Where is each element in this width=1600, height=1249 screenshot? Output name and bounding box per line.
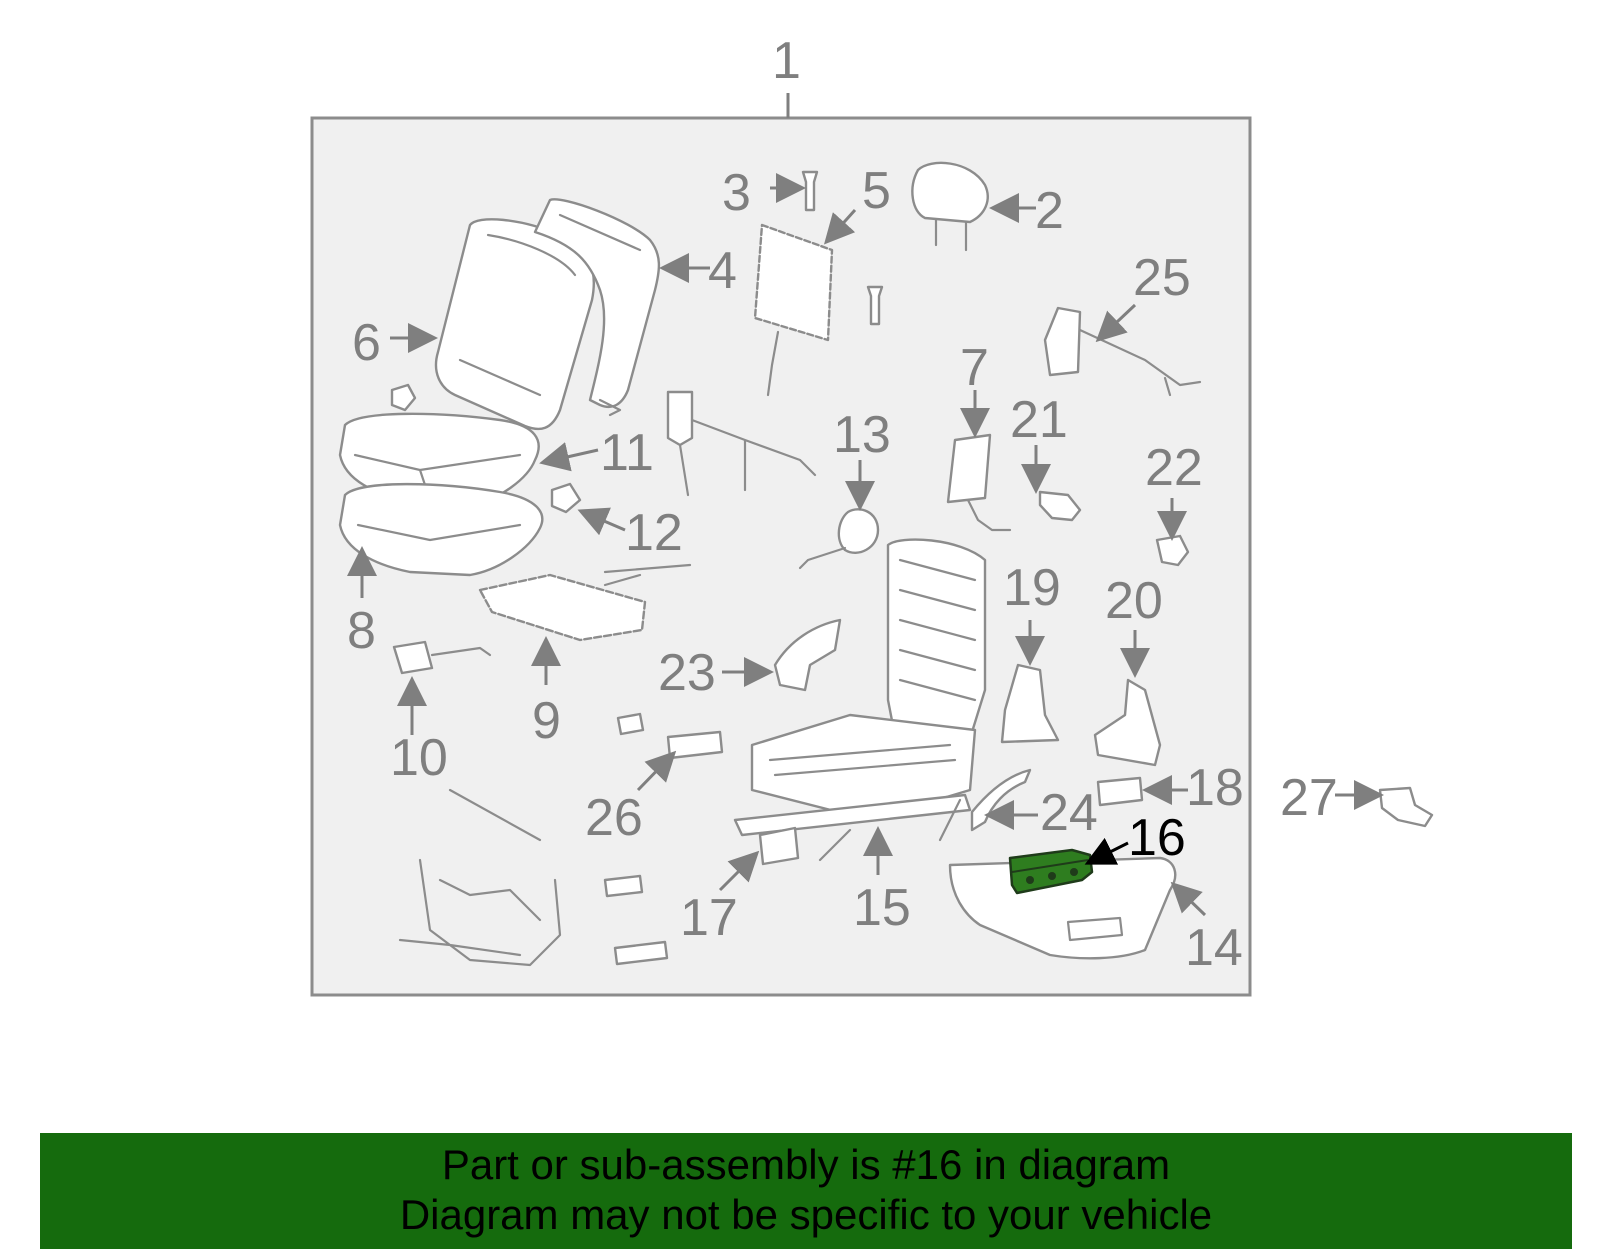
part-seat-cushion-pad [338, 482, 544, 577]
part-belt-buckle [666, 390, 817, 497]
part-bracket-20 [1093, 678, 1162, 767]
parts-diagram: 1 [310, 32, 1434, 997]
callout-11: 11 [600, 424, 654, 482]
callout-26: 26 [585, 789, 643, 847]
leader-11 [539, 442, 599, 472]
callout-2: 2 [1035, 182, 1064, 240]
callout-16: 16 [1128, 809, 1186, 867]
callout-24: 24 [1040, 784, 1098, 842]
leader-25 [1095, 303, 1137, 343]
leader-16 [1084, 837, 1129, 865]
banner-line-part: Part or sub-assembly is #16 in diagram [441, 1141, 1171, 1188]
callout-5: 5 [862, 162, 891, 220]
callout-9: 9 [532, 692, 561, 750]
notice-banner: Part or sub-assembly is #16 in diagram D… [40, 1133, 1572, 1249]
callout-10: 10 [390, 729, 448, 787]
callout-19: 19 [1003, 559, 1061, 617]
callout-27: 27 [1280, 769, 1338, 827]
part-clip-18 [1096, 776, 1144, 807]
callout-3: 3 [722, 164, 751, 222]
callout-12: 12 [625, 504, 683, 562]
part-clip-spare [866, 285, 884, 326]
callout-7: 7 [960, 339, 989, 397]
part-seat-shield [948, 856, 1177, 960]
callout-13: 13 [833, 406, 891, 464]
callout-4: 4 [708, 242, 737, 300]
callout-1: 1 [772, 32, 801, 90]
part-recliner [1043, 306, 1202, 397]
callout-8: 8 [347, 602, 376, 660]
part-knob-b [613, 940, 669, 966]
callout-6: 6 [352, 314, 381, 372]
leader-12 [577, 507, 626, 536]
part-bolt-a [390, 383, 417, 412]
leader-5 [823, 208, 857, 245]
callout-17: 17 [680, 889, 738, 947]
part-trim-23 [773, 618, 842, 692]
part-connector-10 [392, 640, 492, 675]
callout-14: 14 [1185, 919, 1243, 977]
part-cover-21 [1038, 490, 1082, 522]
callout-18: 18 [1186, 759, 1244, 817]
part-switch-17 [758, 826, 800, 866]
part-switch-26 [666, 730, 724, 760]
callout-21: 21 [1010, 391, 1068, 449]
part-headrest [911, 161, 989, 252]
leader-14 [1170, 881, 1207, 917]
part-clip-3 [801, 170, 819, 212]
part-27 [1378, 786, 1434, 828]
part-cap [616, 712, 645, 736]
leader-26 [636, 750, 677, 792]
part-wire-harness [398, 788, 562, 967]
leader-17 [718, 850, 760, 892]
callout-20: 20 [1105, 572, 1163, 630]
part-bolt-12 [550, 482, 582, 514]
part-heater-mat [478, 563, 692, 642]
callout-15: 15 [853, 879, 911, 937]
callout-22: 22 [1145, 439, 1203, 497]
callout-25: 25 [1133, 249, 1191, 307]
banner-line-disclaimer: Diagram may not be specific to your vehi… [399, 1191, 1213, 1238]
part-16-highlighted [1008, 848, 1094, 895]
part-bracket-19 [1000, 663, 1060, 744]
part-knob-a [603, 874, 644, 898]
part-sensor [798, 508, 880, 570]
part-seat-frame [733, 538, 987, 862]
callout-23: 23 [658, 644, 716, 702]
part-seatback-pad [533, 198, 661, 417]
part-seatback-cover [434, 218, 596, 431]
part-heater-panel [753, 223, 834, 397]
